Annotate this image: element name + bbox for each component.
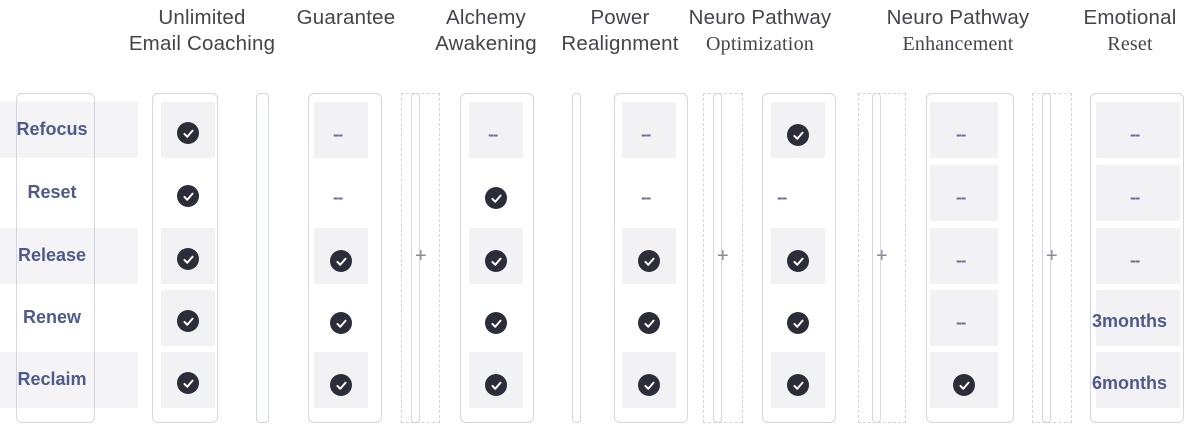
column-header-line2: Email Coaching [128,32,276,55]
column-frame-1 [152,93,218,423]
cell-background [930,102,998,158]
check-circle-icon [787,312,809,334]
plus-icon: + [1046,245,1058,267]
cell-value-text: 6months [1092,373,1168,393]
check-circle-icon [177,248,199,270]
column-frame-4 [614,93,688,423]
column-frame-7 [1090,93,1184,423]
cell-background [469,102,523,158]
column-header-line1: Neuro Pathway [688,6,832,29]
check-circle-icon [787,250,809,272]
check-circle-icon [953,374,975,396]
check-circle-icon [638,250,660,272]
cell-background [930,290,998,346]
cell-background [1096,290,1180,346]
check-circle-icon [638,374,660,396]
column-header-line2: Reset [1107,33,1153,55]
column-header-line1: Power [590,6,650,29]
row-stripe [0,352,138,408]
column-header-line1: Emotional [1083,6,1177,29]
row-label-frame [16,93,95,423]
check-circle-icon [330,374,352,396]
check-circle-icon [330,312,352,334]
dash-icon: -- [488,125,498,144]
cell-background [930,165,998,221]
cell-background [1096,352,1180,408]
dash-icon: -- [956,251,966,270]
check-circle-icon [485,374,507,396]
check-circle-icon [177,372,199,394]
dashed-panel [401,93,440,423]
column-header-line1: Guarantee [296,6,396,29]
dash-icon: -- [1130,125,1140,144]
dashed-panel [1032,93,1072,423]
column-header-line2: Realignment [561,32,679,55]
row-stripe [0,228,138,284]
column-frame-6 [926,93,1014,423]
check-circle-icon [638,312,660,334]
column-header-line2: Optimization [706,33,814,55]
cell-value-text: 3months [1092,311,1168,331]
column-header-line2: Enhancement [902,33,1014,55]
column-header-line1: Neuro Pathway [886,6,1030,29]
dash-icon: -- [641,125,651,144]
check-circle-icon [177,310,199,332]
column-frame-2 [308,93,382,423]
column-header-line1: Alchemy [445,6,526,29]
dash-icon: -- [333,188,343,207]
row-label-refocus: Refocus [16,119,88,139]
check-circle-icon [485,312,507,334]
column-divider [256,93,269,423]
cell-background [314,102,368,158]
cell-background [1096,165,1180,221]
row-label-renew: Renew [22,307,82,327]
dash-icon: -- [1130,251,1140,270]
check-circle-icon [787,374,809,396]
row-label-reset: Reset [27,182,77,202]
dashed-panel-bar [1042,93,1051,423]
row-stripe [0,102,138,158]
dashed-panel-bar [411,93,420,423]
cell-background [1096,228,1180,284]
dash-icon: -- [956,188,966,207]
dash-icon: -- [333,125,343,144]
check-circle-icon [485,250,507,272]
row-label-release: Release [17,245,87,265]
check-circle-icon [177,185,199,207]
dashed-panel [858,93,906,423]
cell-background [930,228,998,284]
row-label-reclaim: Reclaim [17,369,87,389]
column-divider [572,93,581,423]
column-header-2: Guarantee [256,5,436,31]
dash-icon: -- [1130,188,1140,207]
column-header-line2: Awakening [435,32,537,55]
cell-background [622,102,676,158]
dash-icon: -- [641,188,651,207]
dashed-panel [703,93,743,423]
column-frame-5 [762,93,836,423]
check-circle-icon [787,124,809,146]
dash-icon: -- [777,188,787,207]
dash-icon: -- [956,125,966,144]
dash-icon: -- [956,313,966,332]
column-frame-3 [460,93,534,423]
plus-icon: + [415,245,427,267]
column-header-line1: Unlimited [158,6,246,29]
plus-icon: + [876,245,888,267]
cell-background [1096,102,1180,158]
dashed-panel-bar [872,93,881,423]
plus-icon: + [717,245,729,267]
dashed-panel-bar [713,93,722,423]
check-circle-icon [485,187,507,209]
check-circle-icon [330,250,352,272]
check-circle-icon [177,122,199,144]
